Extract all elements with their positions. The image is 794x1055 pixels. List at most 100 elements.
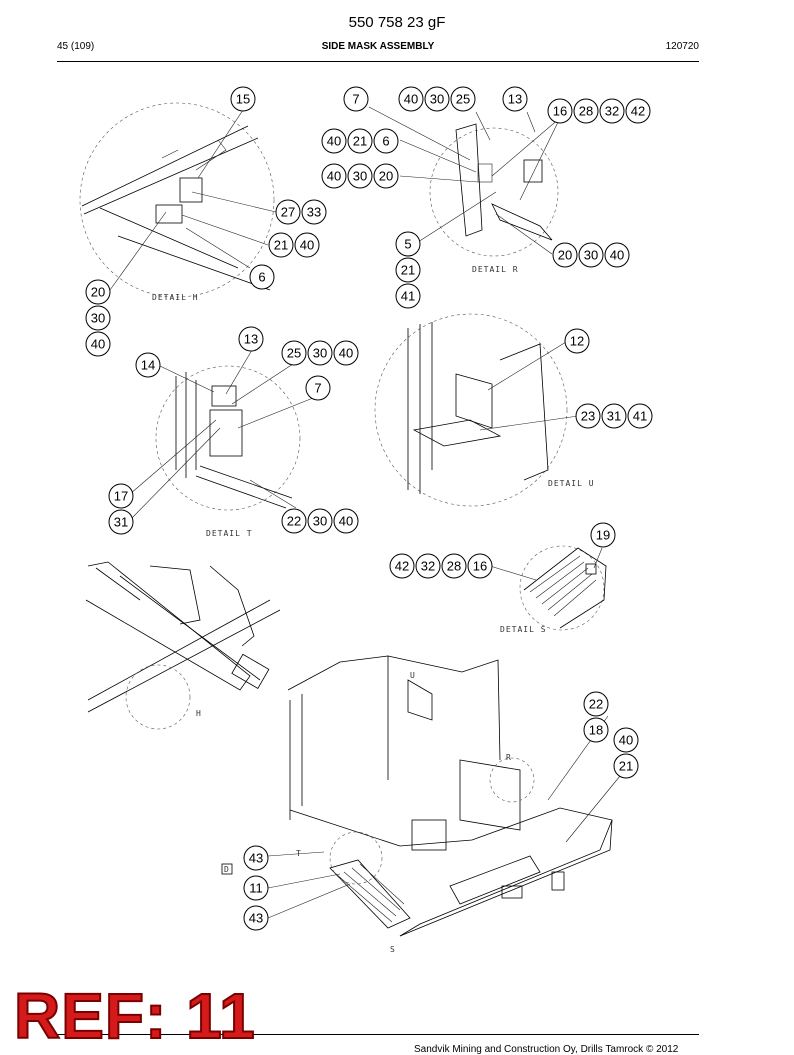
detail-u-side xyxy=(499,343,549,481)
detail-h-bracket xyxy=(179,177,203,203)
svg-text:21: 21 xyxy=(619,759,633,774)
main-panel xyxy=(459,759,521,831)
view-h-label: H xyxy=(196,709,202,718)
svg-text:40: 40 xyxy=(404,92,418,107)
callout-t-5: 40 xyxy=(333,340,359,366)
callout-r-top-4: 25 xyxy=(450,86,476,112)
svg-text:42: 42 xyxy=(631,104,645,119)
document-number: 550 758 23 gF xyxy=(348,14,446,31)
svg-text:33: 33 xyxy=(307,205,321,220)
callout-r-left1-2: 21 xyxy=(347,128,373,154)
svg-text:17: 17 xyxy=(114,489,128,504)
svg-text:13: 13 xyxy=(508,92,522,107)
detail-t-leaders xyxy=(129,349,319,521)
main-label-plate xyxy=(501,885,523,899)
callout-r-top-5: 13 xyxy=(502,86,528,112)
detail-r-label: DETAIL R xyxy=(472,265,519,274)
svg-text:28: 28 xyxy=(447,559,461,574)
date-code: 120720 xyxy=(665,41,699,52)
callout-main-1: 22 xyxy=(583,691,609,717)
detail-r-boundary xyxy=(429,127,559,257)
svg-text:31: 31 xyxy=(607,409,621,424)
view-h-cylinder xyxy=(231,653,270,689)
callout-u-4: 41 xyxy=(627,403,653,429)
svg-text:15: 15 xyxy=(236,92,250,107)
callout-h-5: 40 xyxy=(294,232,320,258)
callout-main-3: 40 xyxy=(613,727,639,753)
detail-h-leaders xyxy=(109,109,277,291)
callout-r-low-1: 5 xyxy=(395,231,421,257)
detail-t: DETAIL T xyxy=(129,349,319,538)
main-step xyxy=(329,859,411,929)
view-h-rail xyxy=(87,599,281,713)
svg-text:23: 23 xyxy=(581,409,595,424)
callout-r-left1-1: 40 xyxy=(321,128,347,154)
svg-text:40: 40 xyxy=(610,248,624,263)
svg-text:21: 21 xyxy=(401,263,415,278)
svg-text:21: 21 xyxy=(353,134,367,149)
callout-t-7: 17 xyxy=(108,483,134,509)
callout-main-6: 11 xyxy=(243,875,269,901)
callout-r-right-3: 32 xyxy=(599,98,625,124)
callout-h-2: 27 xyxy=(275,199,301,225)
svg-text:13: 13 xyxy=(244,332,258,347)
main-frame-top xyxy=(387,655,501,761)
callout-r-right-2: 28 xyxy=(573,98,599,124)
detail-s-grate xyxy=(523,547,607,629)
page-title: SIDE MASK ASSEMBLY xyxy=(321,41,435,52)
main-latch xyxy=(551,871,565,891)
callout-r-left2-1: 40 xyxy=(321,163,347,189)
main-frame-post xyxy=(289,694,303,820)
detail-h-beam xyxy=(99,207,271,291)
callout-r-right-4: 42 xyxy=(625,98,651,124)
detail-h-label: DETAIL H xyxy=(152,293,199,302)
main-front-edge xyxy=(399,819,613,937)
detail-t-step xyxy=(195,465,293,509)
main-plate xyxy=(449,855,541,905)
svg-text:30: 30 xyxy=(353,169,367,184)
svg-text:30: 30 xyxy=(584,248,598,263)
callout-r-low-3: 41 xyxy=(395,283,421,309)
detail-u-leaders xyxy=(479,341,579,431)
callout-t-1: 13 xyxy=(238,326,264,352)
callout-t-8: 31 xyxy=(108,509,134,535)
svg-text:20: 20 xyxy=(379,169,393,184)
callout-r-left1-3: 6 xyxy=(373,128,399,154)
svg-text:43: 43 xyxy=(249,851,263,866)
svg-text:31: 31 xyxy=(114,515,128,530)
svg-text:41: 41 xyxy=(633,409,647,424)
svg-text:30: 30 xyxy=(430,92,444,107)
svg-text:19: 19 xyxy=(596,528,610,543)
callout-r-top-1: 7 xyxy=(343,86,369,112)
detail-t-label: DETAIL T xyxy=(206,529,253,538)
callout-h-8: 30 xyxy=(85,305,111,331)
detail-t-bracket xyxy=(209,409,243,457)
callout-t-2: 14 xyxy=(135,352,161,378)
svg-text:40: 40 xyxy=(339,346,353,361)
detail-r-plate xyxy=(455,123,483,237)
footer-copyright: Sandvik Mining and Construction Oy, Dril… xyxy=(414,1044,679,1055)
callout-h-4: 21 xyxy=(268,232,294,258)
svg-text:11: 11 xyxy=(249,881,263,896)
svg-text:30: 30 xyxy=(91,311,105,326)
callout-h-9: 40 xyxy=(85,331,111,357)
svg-text:25: 25 xyxy=(287,346,301,361)
svg-text:12: 12 xyxy=(570,334,584,349)
detail-r-leaders xyxy=(368,106,561,255)
callout-t-11: 40 xyxy=(333,508,359,534)
detail-s-fastener xyxy=(585,563,597,575)
main-assembly: U R T S D xyxy=(221,655,621,954)
callout-s-5: 16 xyxy=(467,553,493,579)
main-view-r: R xyxy=(506,753,512,762)
callout-t-10: 30 xyxy=(307,508,333,534)
view-h-bracket xyxy=(149,565,201,625)
svg-text:27: 27 xyxy=(281,205,295,220)
callout-main-7: 43 xyxy=(243,905,269,931)
detail-s-label: DETAIL S xyxy=(500,625,547,634)
detail-h-clamp xyxy=(155,204,183,224)
callouts: 15 27 33 21 40 6 20 30 40 7 40 30 25 13 … xyxy=(85,86,653,931)
svg-text:28: 28 xyxy=(579,104,593,119)
detail-u-bracket xyxy=(455,373,493,429)
callout-r-bottom-1: 20 xyxy=(552,242,578,268)
